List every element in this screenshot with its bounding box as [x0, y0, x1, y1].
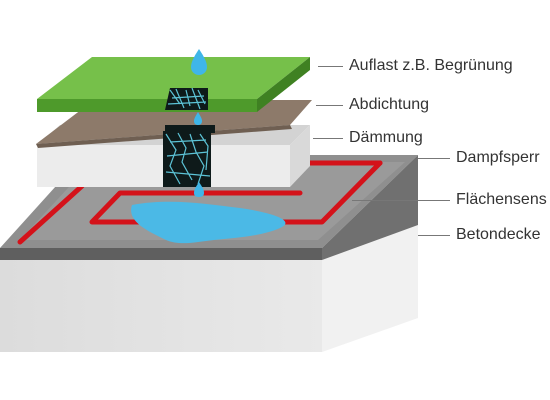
water-drop-icon	[191, 49, 207, 197]
crack-patch-green	[165, 88, 208, 110]
surface-sensor	[17, 160, 383, 245]
water-drop-middle	[194, 112, 202, 125]
leader-dampfsperre	[418, 158, 450, 159]
sensor-wire-loop	[89, 160, 383, 225]
water-drop-bottom	[194, 182, 204, 197]
water-drop-top	[191, 49, 207, 75]
leader-betondecke	[418, 235, 450, 236]
insulation-side	[290, 125, 310, 187]
crack-lines-insulation	[165, 132, 211, 185]
label-dampfsperre: Dampfsperr	[456, 149, 540, 166]
concrete-slab-front	[0, 260, 322, 352]
leader-flaechensensor	[352, 200, 450, 201]
leader-auflast	[318, 66, 343, 67]
label-daemmung: Dämmung	[349, 129, 423, 146]
label-auflast: Auflast z.B. Begrünung	[349, 57, 513, 74]
moisture-crack-icon	[163, 87, 215, 187]
green-layer-side	[257, 57, 310, 112]
leader-abdichtung	[316, 105, 343, 106]
sensor-wire-left	[17, 183, 85, 245]
green-layer-top	[37, 57, 310, 99]
concrete-slab-side	[322, 225, 418, 352]
water-puddle	[131, 201, 286, 244]
label-betondecke: Betondecke	[456, 226, 541, 243]
vapor-barrier-front	[0, 248, 322, 260]
concrete-slab	[0, 225, 418, 352]
label-flaechensensor: Flächensens	[456, 191, 547, 208]
leader-daemmung	[313, 138, 343, 139]
label-abdichtung: Abdichtung	[349, 96, 430, 113]
vapor-barrier-side	[322, 155, 418, 260]
crack-lines-green	[167, 87, 207, 110]
green-layer-front	[37, 99, 257, 112]
